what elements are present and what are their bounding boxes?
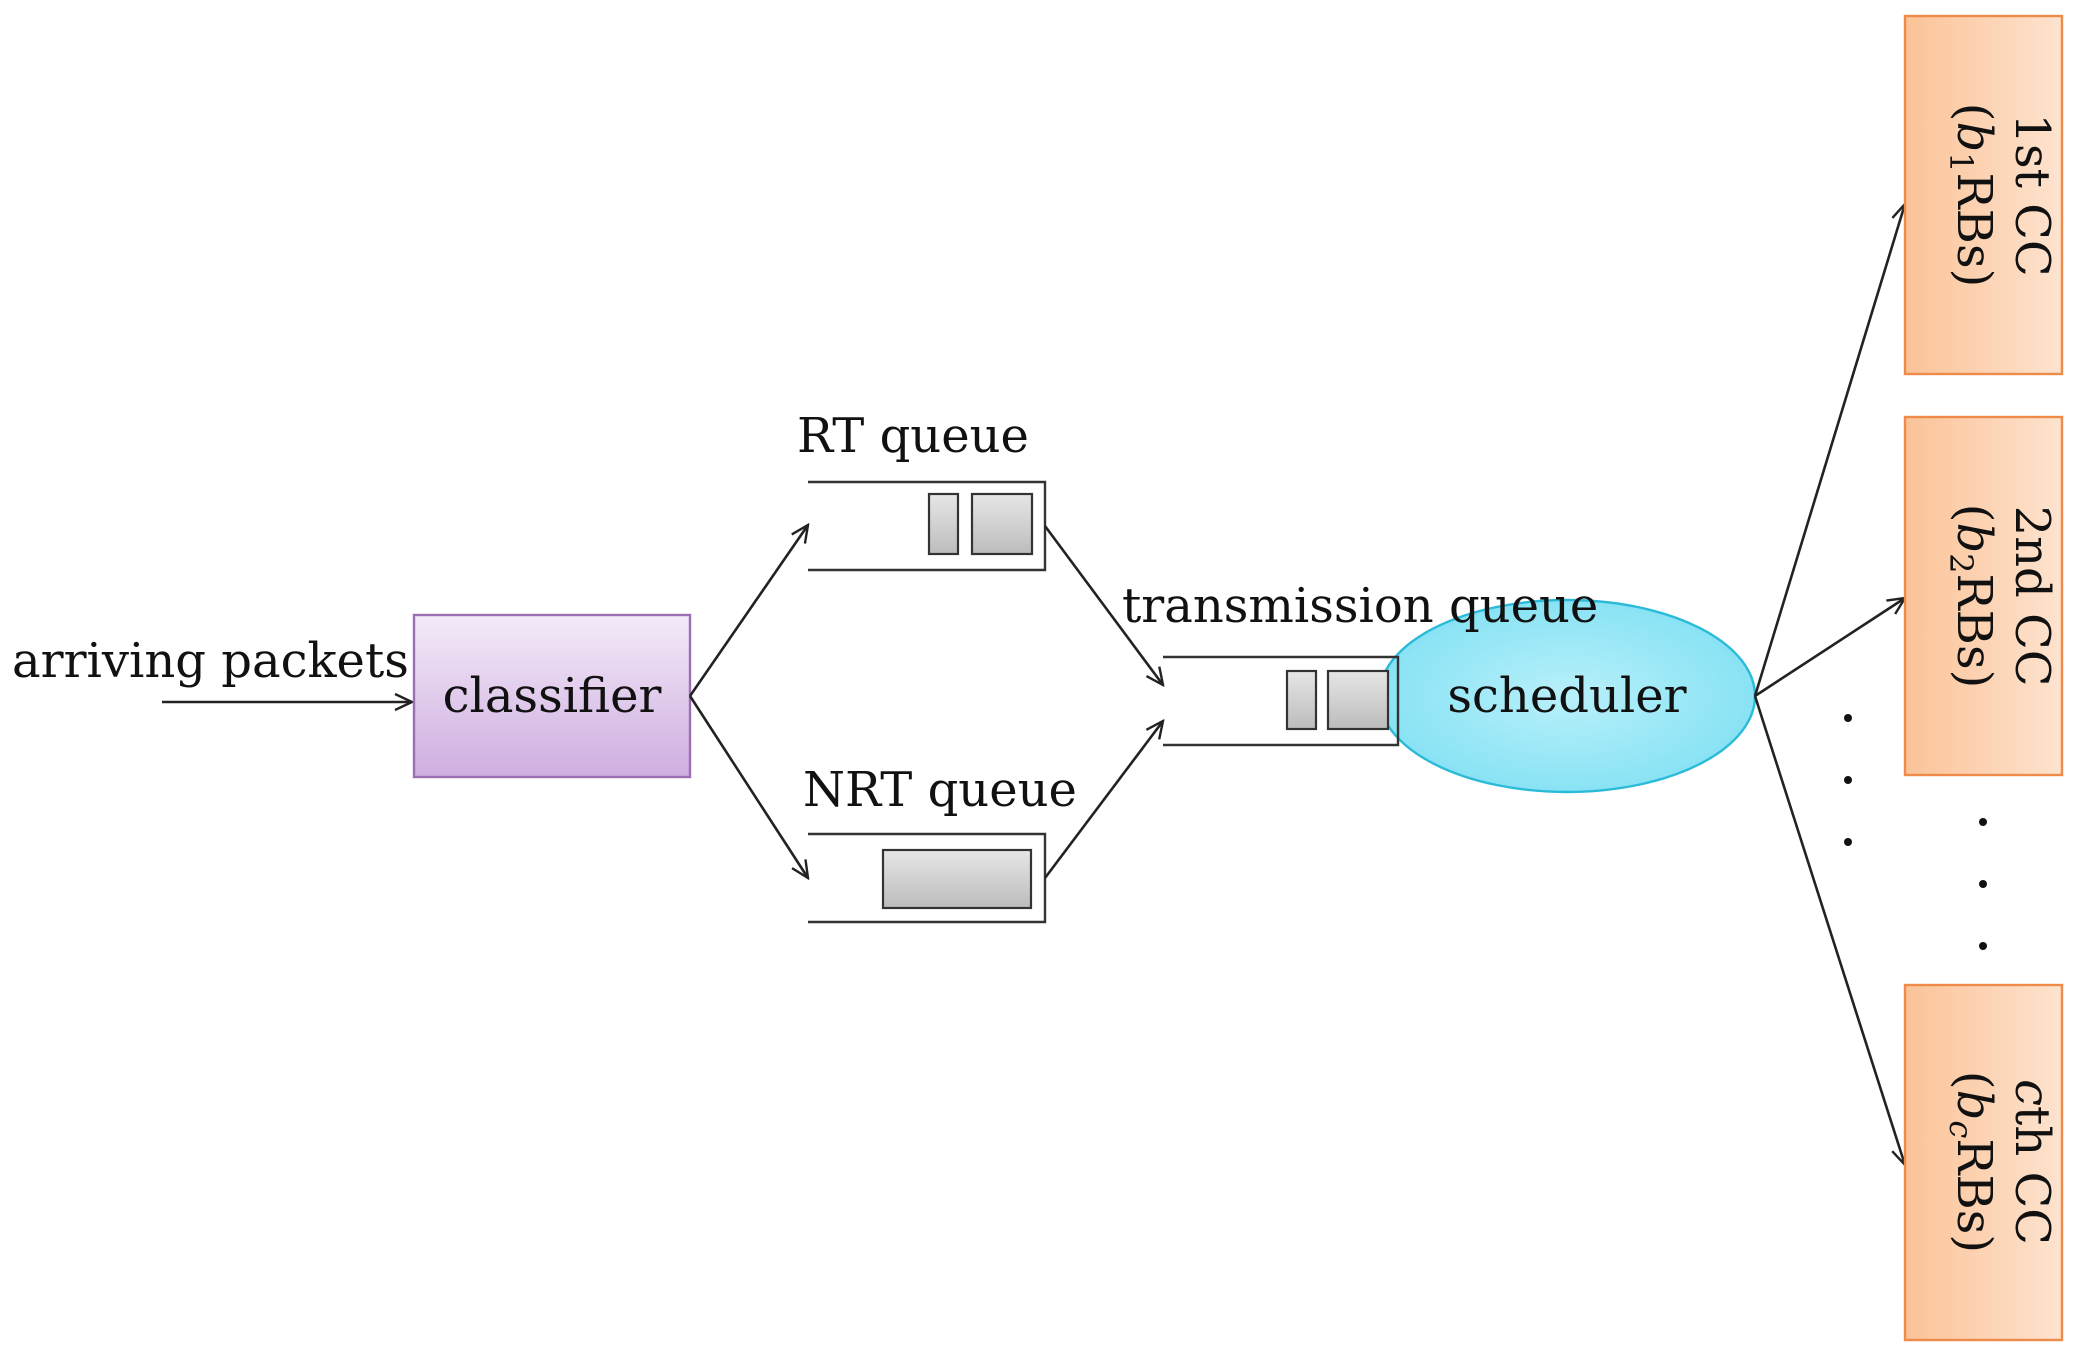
- cc-label-line2: (bcRBs): [1942, 1071, 2002, 1253]
- nrt-queue: [808, 832, 1047, 924]
- classifier-label: classifier: [443, 668, 662, 724]
- rt-packet: [970, 492, 1034, 556]
- ellipsis-dot: [1979, 942, 1987, 950]
- scheduler-to-cc-c-arrow: [1753, 695, 1905, 1165]
- cc-label-line1: 2nd CC: [2004, 506, 2060, 687]
- classifier-box: classifier: [412, 613, 692, 779]
- rt-queue-label: RT queue: [797, 408, 1029, 464]
- ellipsis-dot: [1844, 838, 1852, 846]
- transmission-queue: [1163, 655, 1400, 747]
- cc-box-c: cth CC (bcRBs): [1903, 983, 2064, 1342]
- scheduler-label: scheduler: [1447, 668, 1686, 724]
- transmission-queue-outline: [1163, 655, 1400, 747]
- arriving-packets-label: arriving packets: [12, 633, 409, 689]
- classifier-to-nrt-arrow: [688, 695, 808, 878]
- rt-queue: [808, 480, 1047, 572]
- ellipsis-dot: [1979, 880, 1987, 888]
- cc-rect: [1903, 415, 2064, 777]
- cc-label-line1: 1st CC: [2004, 113, 2060, 276]
- ellipsis-dot: [1844, 776, 1852, 784]
- rt-to-transmission-arrow: [1043, 525, 1163, 685]
- transmission-packet: [1285, 669, 1318, 731]
- cc-box-1: 1st CC (b1RBs): [1903, 14, 2064, 376]
- transmission-queue-label: transmission queue: [1122, 578, 1598, 634]
- nrt-queue-label: NRT queue: [803, 762, 1077, 818]
- ellipsis-dot: [1979, 818, 1987, 826]
- cc-rect: [1903, 983, 2064, 1342]
- rt-packet: [927, 492, 960, 556]
- cc-label-line2: (b1RBs): [1942, 103, 2002, 288]
- ellipsis-dot: [1844, 714, 1852, 722]
- cc-box-2: 2nd CC (b2RBs): [1903, 415, 2064, 777]
- nrt-packet: [881, 848, 1033, 910]
- nrt-to-transmission-arrow: [1043, 721, 1163, 879]
- cc-label-line2: (b2RBs): [1942, 504, 2002, 689]
- cc-rect: [1903, 14, 2064, 376]
- classifier-rect: [412, 613, 692, 779]
- cc-ellipsis: [1979, 818, 1987, 950]
- transmission-packet: [1326, 669, 1390, 731]
- scheduler-to-cc1-arrow: [1753, 204, 1905, 697]
- classifier-to-rt-arrow: [688, 525, 808, 697]
- arrows-ellipsis: [1844, 714, 1852, 846]
- cc-label-line1: cth CC: [2004, 1079, 2060, 1245]
- scheduler-to-cc2-arrow: [1754, 598, 1905, 698]
